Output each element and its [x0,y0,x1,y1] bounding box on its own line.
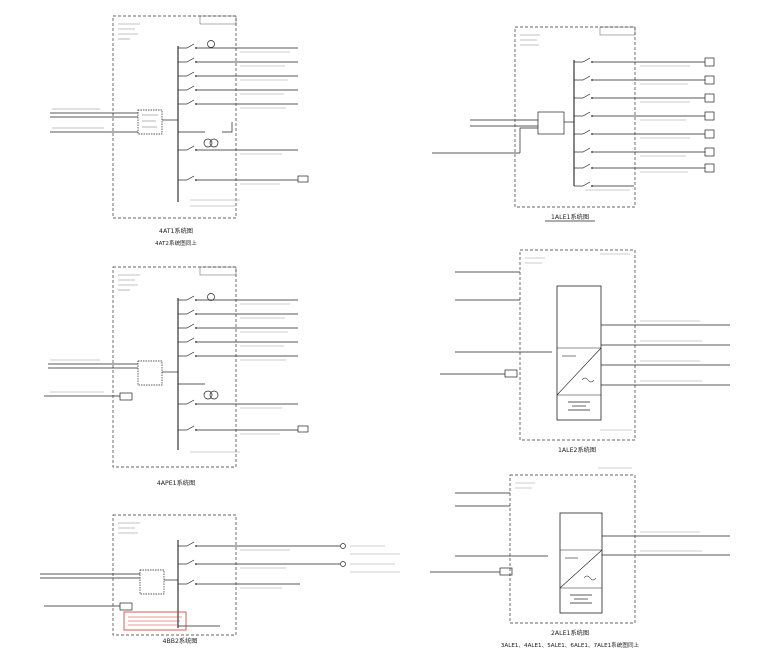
subcaption-2ale1: 3ALE1、4ALE1、5ALE1、6ALE1、7ALE1系统图同上 [501,641,640,649]
panel-1ale1: 1ALE1系统图 [432,26,715,222]
panel-4ape1: 4APE1系统图 [44,266,309,487]
caption-1ale2: 1ALE2系统图 [558,446,596,454]
subcaption-4at1: 4AT2系统图同上 [155,239,197,247]
caption-4at1: 4AT1系统图 [159,227,193,235]
caption-4ape1: 4APE1系统图 [157,479,195,487]
panel-4at1: 4AT1系统图 4AT2系统图同上 [50,15,309,247]
review-stamp [123,611,187,631]
caption-2ale1: 2ALE1系统图 [551,629,589,637]
panel-4bb2: 4BB2系统图 [40,514,400,645]
panel-2ale1: 2ALE1系统图 3ALE1、4ALE1、5ALE1、6ALE1、7ALE1系统… [430,467,730,649]
caption-1ale1: 1ALE1系统图 [551,213,589,221]
panel-1ale2: 1ALE2系统图 [440,249,730,454]
caption-4bb2: 4BB2系统图 [163,637,198,645]
